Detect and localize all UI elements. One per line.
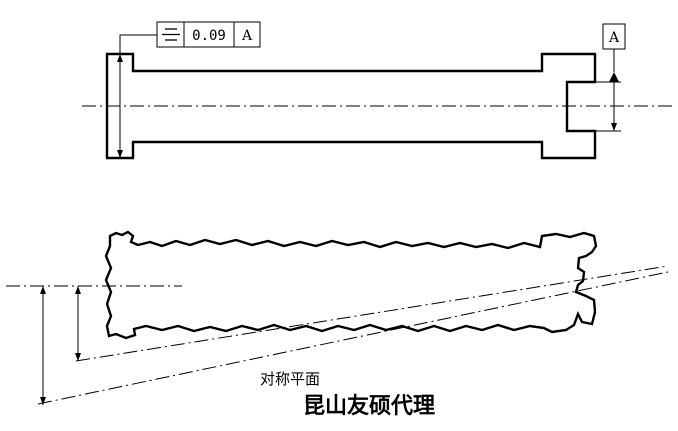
symmetry-plane-line-upper (75, 265, 669, 362)
symmetry-icon (162, 28, 180, 41)
symmetry-plane-label: 对称平面 (260, 370, 320, 388)
ideal-part-view: A 0.09 A (82, 21, 672, 160)
actual-part-view: 对称平面 (6, 230, 669, 405)
symmetry-plane-line-lower (37, 271, 669, 405)
tolerance-value: 0.09 (192, 28, 226, 44)
ideal-part-outline (105, 52, 597, 160)
feature-control-frame: 0.09 A (156, 21, 261, 48)
arrow-up-left-face (117, 54, 123, 62)
fcf-datum-letter: A (241, 28, 253, 44)
arrow-down-inner (75, 353, 81, 361)
datum-letter: A (608, 30, 620, 46)
datum-triangle (609, 72, 619, 82)
arrow-down-left-face (117, 150, 123, 158)
datum-arrow-down (611, 123, 617, 131)
datum-frame (602, 23, 626, 50)
arrow-down-outer (40, 397, 46, 405)
actual-part-outline (104, 230, 598, 340)
watermark-text: 昆山友硕代理 (303, 393, 435, 419)
fcf-leader (119, 34, 157, 54)
arrow-up-outer (40, 286, 46, 294)
arrow-up-inner (75, 286, 81, 294)
